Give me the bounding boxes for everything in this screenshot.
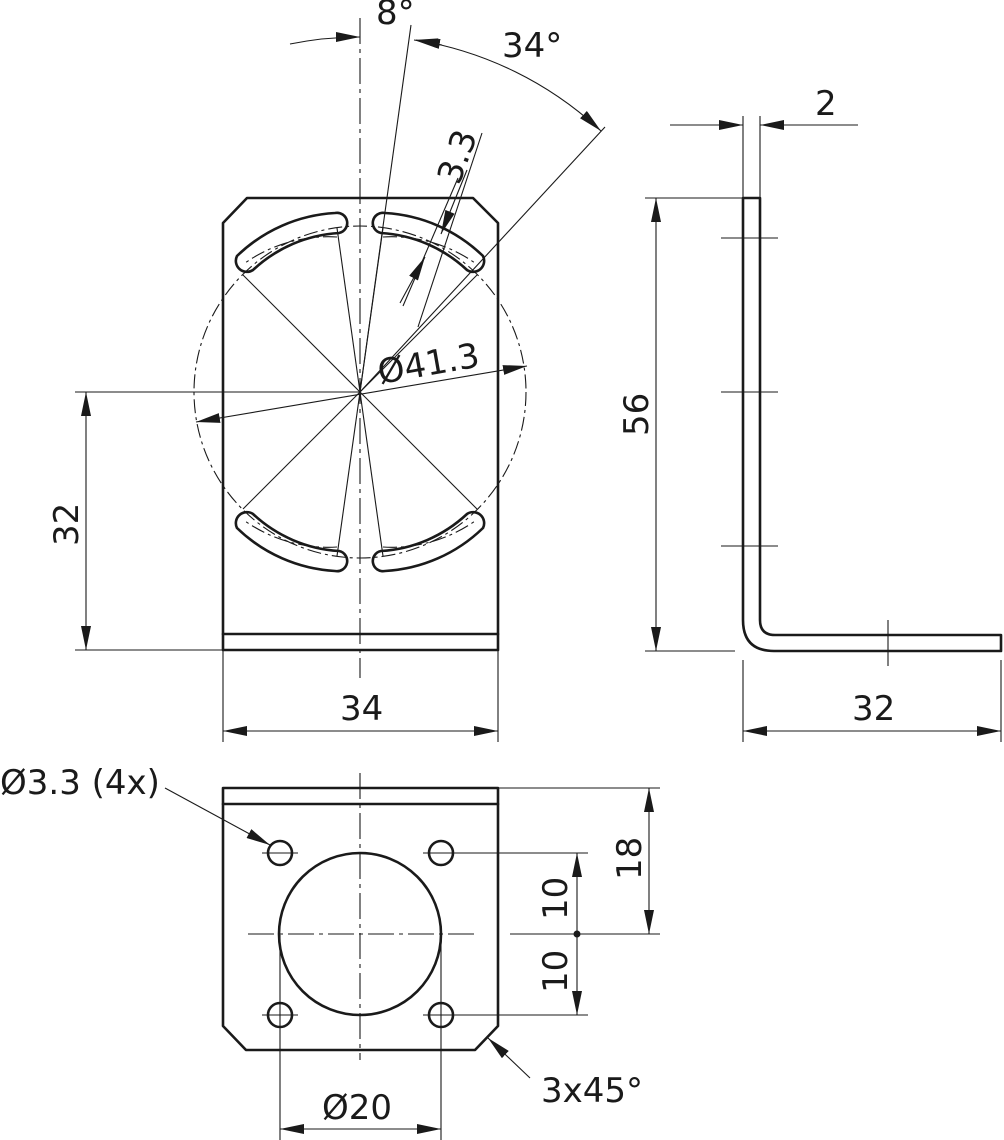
slot-width-leader — [402, 177, 459, 307]
angle-8-label: 8° — [376, 0, 415, 33]
slot-width-arrow — [399, 256, 426, 304]
slot-centerline — [244, 520, 338, 548]
slot-top-left — [234, 211, 349, 274]
hole-callout-leader — [164, 787, 271, 846]
radial-line — [242, 274, 361, 393]
front-width-label: 34 — [340, 689, 383, 729]
angle-34-arc — [415, 38, 602, 132]
slot-centerline — [382, 520, 476, 548]
thickness-label: 2 — [815, 84, 837, 124]
slot-top-right — [371, 211, 486, 274]
side-length-label: 32 — [852, 689, 895, 729]
front-view: 8° 34° 3.3 Ø41.3 32 34 — [47, 0, 606, 742]
angle-extension-line — [359, 126, 606, 393]
angle-34-label: 34° — [502, 26, 562, 66]
slot-bottom-right — [371, 510, 486, 573]
bottom-view: Ø3.3 (4x) 18 10 10 Ø20 3x45° — [0, 763, 660, 1140]
side-profile — [741, 196, 1003, 653]
angle-8-arc — [289, 32, 361, 45]
radial-line — [242, 391, 361, 510]
radial-line — [336, 391, 361, 557]
hole-callout-label: Ø3.3 (4x) — [0, 763, 160, 803]
side-height-label: 56 — [617, 393, 657, 436]
depth-label: 18 — [610, 837, 650, 880]
slot-bottom-left — [234, 510, 349, 573]
radial-line — [359, 391, 478, 510]
front-height-label: 32 — [47, 503, 87, 546]
chamfer-leader — [487, 1037, 531, 1079]
angle-extension-line — [359, 24, 412, 393]
radial-line — [336, 227, 361, 393]
center-bore — [277, 851, 443, 1017]
bore-dia-label: Ø20 — [322, 1088, 392, 1128]
side-view: 2 56 32 — [617, 84, 1003, 742]
chamfer-label: 3x45° — [541, 1071, 643, 1111]
hole-offset-lower-label: 10 — [536, 950, 576, 993]
slot-width-arrow — [440, 169, 468, 235]
circle-dia-label: Ø41.3 — [375, 336, 483, 393]
hole-offset-dot — [573, 930, 581, 938]
slot-centerline — [382, 236, 476, 264]
radial-line — [359, 391, 384, 557]
slot-width-label: 3.3 — [430, 125, 486, 189]
slot-centerline — [244, 236, 338, 264]
hole-offset-upper-label: 10 — [536, 877, 576, 920]
circle-dia-dim — [195, 365, 528, 423]
